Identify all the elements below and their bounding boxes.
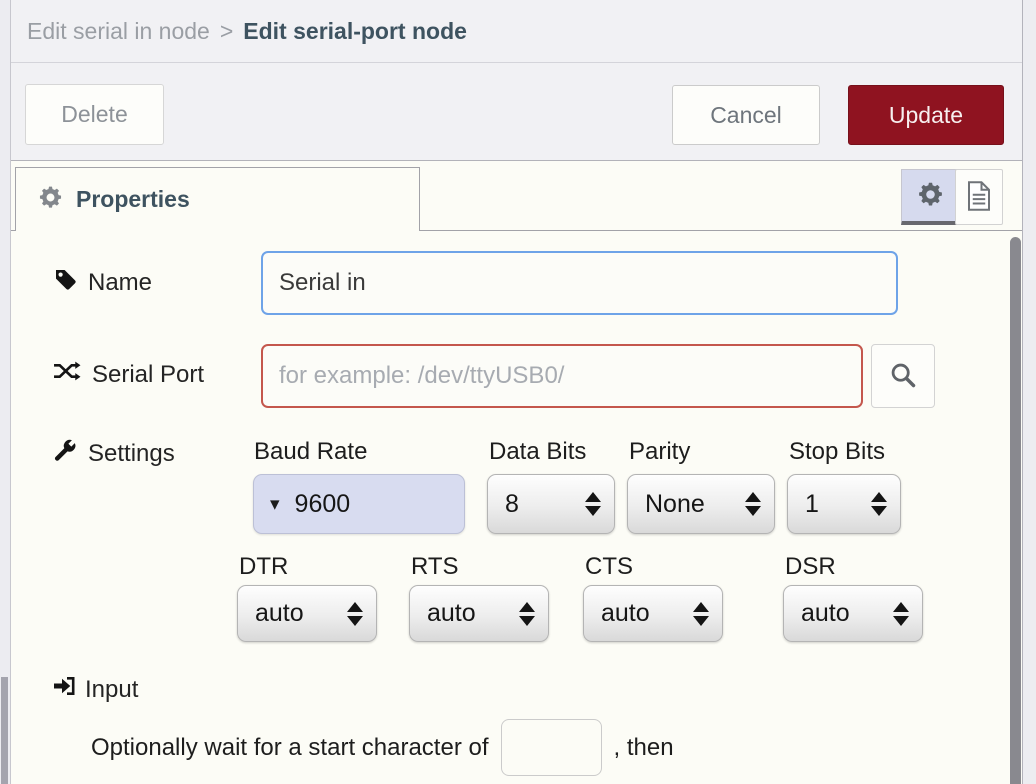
edit-serial-port-dialog: Edit serial in node > Edit serial-port n… bbox=[10, 0, 1023, 784]
tab-properties-label: Properties bbox=[76, 186, 190, 212]
baud-rate-value: 9600 bbox=[294, 489, 351, 518]
tray-resize-grip[interactable] bbox=[0, 0, 10, 784]
baud-rate-select[interactable]: ▾ 9600 bbox=[253, 474, 465, 534]
spinner-arrows-icon bbox=[871, 492, 887, 516]
breadcrumb-parent[interactable]: Edit serial in node bbox=[27, 17, 210, 44]
settings-label-text: Settings bbox=[88, 439, 175, 467]
tray-grip-handle[interactable] bbox=[1, 677, 8, 784]
sign-in-icon bbox=[53, 674, 77, 705]
spinner-arrows-icon bbox=[347, 601, 363, 626]
dtr-select[interactable]: auto bbox=[237, 585, 377, 642]
file-document-icon bbox=[966, 180, 992, 214]
tag-icon bbox=[53, 267, 77, 298]
properties-panel: Name Serial Port bbox=[11, 231, 1022, 781]
vertical-scrollbar[interactable] bbox=[1010, 237, 1021, 784]
cts-label: CTS bbox=[585, 553, 633, 580]
data-bits-label: Data Bits bbox=[489, 438, 587, 465]
tab-bar: Properties bbox=[11, 161, 1022, 231]
breadcrumb-current: Edit serial-port node bbox=[243, 17, 467, 44]
dsr-value: auto bbox=[801, 599, 850, 627]
stop-bits-value: 1 bbox=[805, 489, 819, 518]
gear-icon bbox=[917, 181, 944, 211]
wait-text-before: Optionally wait for a start character of bbox=[91, 733, 489, 761]
data-bits-select[interactable]: 8 bbox=[487, 474, 615, 534]
name-label-text: Name bbox=[88, 268, 153, 296]
cts-select[interactable]: auto bbox=[583, 585, 723, 642]
settings-field-label: Settings bbox=[53, 438, 175, 469]
random-shuffle-icon bbox=[53, 360, 81, 389]
tab-properties[interactable]: Properties bbox=[15, 167, 420, 231]
parity-select[interactable]: None bbox=[627, 474, 775, 534]
start-character-row: Optionally wait for a start character of… bbox=[91, 719, 674, 776]
search-icon bbox=[889, 361, 917, 392]
dsr-select[interactable]: auto bbox=[783, 585, 923, 642]
name-input[interactable] bbox=[261, 251, 898, 315]
spinner-arrows-icon bbox=[893, 601, 909, 626]
wrench-icon bbox=[53, 438, 77, 469]
dtr-value: auto bbox=[255, 599, 304, 627]
name-field-label: Name bbox=[53, 267, 152, 298]
stop-bits-label: Stop Bits bbox=[789, 438, 886, 465]
rts-label: RTS bbox=[411, 553, 459, 580]
dtr-label: DTR bbox=[239, 553, 289, 580]
cancel-button[interactable]: Cancel bbox=[672, 85, 820, 145]
dsr-label: DSR bbox=[785, 553, 836, 580]
delete-button[interactable]: Delete bbox=[25, 84, 164, 145]
parity-value: None bbox=[645, 489, 705, 518]
gear-icon bbox=[38, 185, 63, 215]
breadcrumb-separator: > bbox=[219, 17, 234, 44]
update-button[interactable]: Update bbox=[848, 85, 1004, 145]
serial-port-search-button[interactable] bbox=[871, 344, 935, 408]
baud-rate-label: Baud Rate bbox=[254, 438, 368, 465]
spinner-arrows-icon bbox=[745, 492, 761, 516]
spinner-arrows-icon bbox=[585, 492, 601, 516]
dialog-toolbar: Delete Cancel Update bbox=[11, 63, 1022, 161]
node-description-button[interactable] bbox=[955, 169, 1003, 225]
cts-value: auto bbox=[601, 599, 650, 627]
node-settings-button[interactable] bbox=[901, 169, 959, 225]
start-character-input[interactable] bbox=[500, 719, 602, 776]
dialog-header: Edit serial in node > Edit serial-port n… bbox=[11, 0, 1022, 63]
input-section-label-text: Input bbox=[85, 675, 139, 703]
serial-port-input[interactable] bbox=[261, 344, 863, 408]
serial-port-label-text: Serial Port bbox=[92, 360, 205, 388]
parity-label: Parity bbox=[629, 438, 691, 465]
rts-value: auto bbox=[427, 599, 476, 627]
input-section-label: Input bbox=[53, 674, 138, 705]
spinner-arrows-icon bbox=[693, 601, 709, 626]
data-bits-value: 8 bbox=[505, 489, 519, 518]
tab-bar-divider bbox=[11, 230, 1022, 231]
rts-select[interactable]: auto bbox=[409, 585, 549, 642]
serial-port-field-label: Serial Port bbox=[53, 360, 204, 389]
stop-bits-select[interactable]: 1 bbox=[787, 474, 901, 534]
wait-text-after: , then bbox=[613, 733, 674, 761]
caret-down-icon: ▾ bbox=[270, 493, 280, 515]
spinner-arrows-icon bbox=[519, 601, 535, 626]
